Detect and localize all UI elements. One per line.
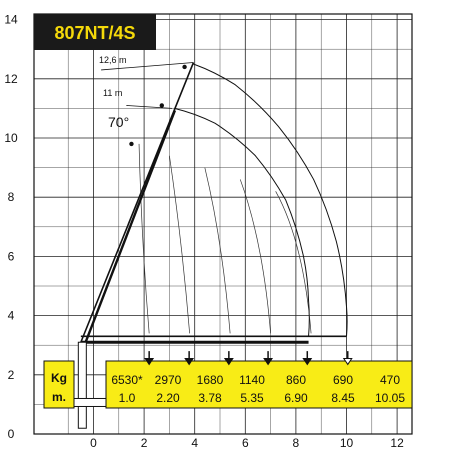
load-value: 860 <box>286 373 306 387</box>
inner-load-curve <box>138 143 150 334</box>
y-tick-label: 6 <box>8 249 15 263</box>
envelope <box>138 63 348 337</box>
y-tick-label: 8 <box>8 190 15 204</box>
boom-main <box>83 109 177 345</box>
reach-value: 2.20 <box>156 391 180 405</box>
inner-load-curve <box>275 191 312 334</box>
x-tick-label: 4 <box>191 436 198 450</box>
title: 807NT/4S <box>54 23 135 43</box>
x-tick-label: 12 <box>390 436 404 450</box>
load-table <box>105 360 413 409</box>
y-tick-label: 12 <box>4 72 18 86</box>
boom-joint <box>129 141 134 147</box>
load-arrow-head <box>144 358 155 366</box>
y-tick-label: 2 <box>8 368 15 382</box>
reach-value: 5.35 <box>240 391 264 405</box>
load-arrow-head <box>223 358 234 366</box>
y-tick-label: 0 <box>8 427 15 441</box>
load-value: 470 <box>380 373 400 387</box>
boom-label-leader-12-6 <box>101 62 194 71</box>
load-arrow-head <box>302 358 313 366</box>
tick-labels: 0 2 4 6 8 10 12 0 2 4 6 8 10 12 14 <box>4 13 404 450</box>
x-tick-label: 10 <box>340 436 354 450</box>
reach-value: 3.78 <box>198 391 222 405</box>
angle-label: 70° <box>108 114 129 130</box>
load-value: 690 <box>333 373 353 387</box>
y-tick-label: 14 <box>4 13 18 27</box>
boom-joint <box>159 103 165 108</box>
boom-label-12-6: 12,6 m <box>99 55 127 65</box>
envelope-11m <box>174 107 310 337</box>
reach-value: 10.05 <box>375 391 405 405</box>
crane-drawing <box>60 62 347 429</box>
x-tick-label: 0 <box>90 436 97 450</box>
inner-load-curve <box>239 179 271 334</box>
plot-frame <box>33 13 413 435</box>
inner-load-curve <box>204 167 231 334</box>
y-tick-label: 4 <box>8 309 15 323</box>
load-arrow-head <box>342 358 353 366</box>
boom-joint <box>182 64 187 70</box>
inner-load-curve <box>169 155 190 334</box>
load-table-cells: 6530* 2970 1680 1140 860 690 470 1.0 2.20 3.78 5.3… <box>111 373 405 405</box>
boom-extended <box>80 62 195 343</box>
unit-box <box>43 360 75 409</box>
load-arrows <box>144 351 353 366</box>
x-tick-label: 6 <box>242 436 249 450</box>
unit-m: m. <box>52 390 66 404</box>
unit-kg: Kg <box>51 371 67 385</box>
load-value: 1680 <box>197 373 224 387</box>
x-tick-label: 2 <box>141 436 148 450</box>
crane-column <box>77 341 87 429</box>
boom-label-leader-11 <box>126 105 172 109</box>
title-badge <box>34 14 156 50</box>
load-value: 6530* <box>111 373 143 387</box>
load-value: 2970 <box>155 373 182 387</box>
envelope-12-6m <box>193 63 348 337</box>
reach-value: 8.45 <box>331 391 355 405</box>
reach-value: 6.90 <box>284 391 308 405</box>
y-tick-label: 10 <box>4 131 18 145</box>
x-tick-label: 8 <box>293 436 300 450</box>
load-arrow-head <box>263 358 274 366</box>
load-arrow-head <box>184 358 195 366</box>
load-value: 1140 <box>239 373 265 387</box>
boom-label-11: 11 m <box>103 88 122 98</box>
reach-value: 1.0 <box>119 391 136 405</box>
